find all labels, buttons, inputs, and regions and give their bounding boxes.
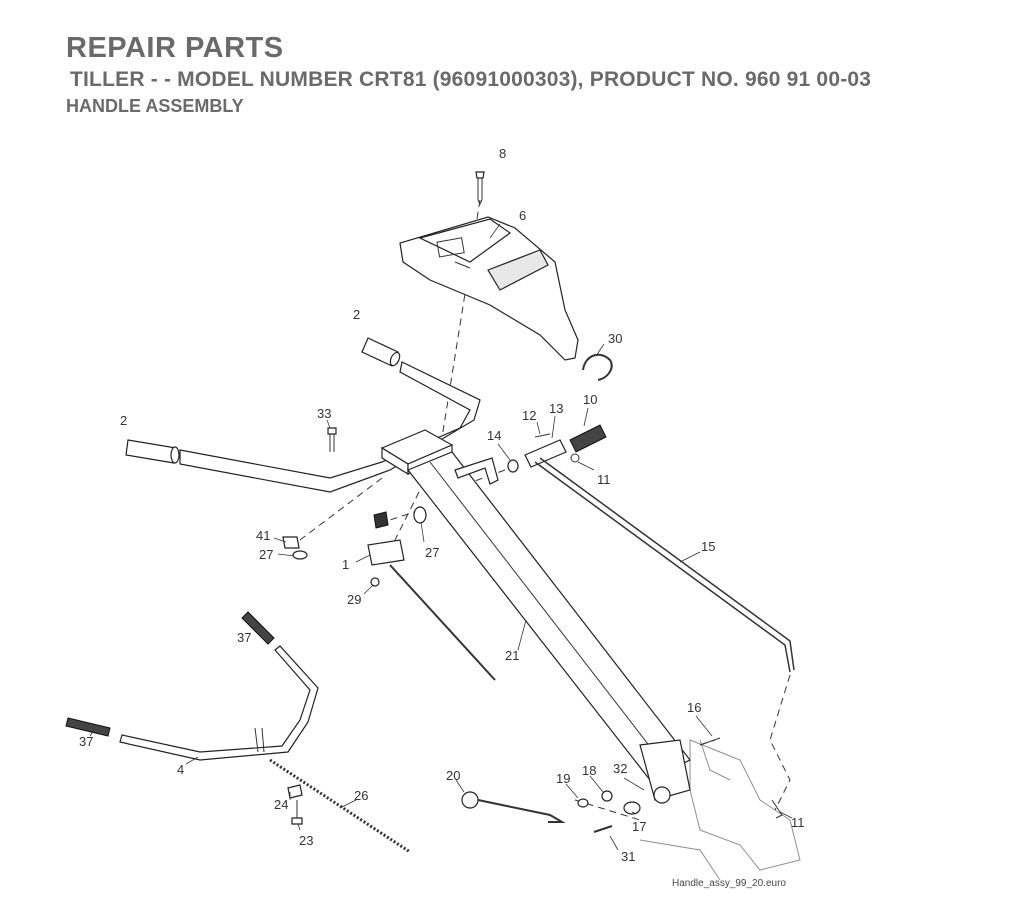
springs-part-37: [65, 611, 275, 737]
callout-2-left: 2: [120, 413, 127, 428]
callout-11-upper: 11: [597, 472, 611, 487]
control-rod-part-15: [534, 457, 795, 673]
callout-16: 16: [687, 700, 701, 715]
bolt-part-16: [699, 737, 721, 746]
callout-11-lower: 11: [791, 815, 805, 830]
callout-19: 19: [556, 771, 570, 786]
section-title: HANDLE ASSEMBLY: [66, 96, 244, 116]
callout-31: 31: [621, 849, 635, 864]
callout-41: 41: [256, 528, 270, 543]
lever-grip-part-10: [569, 424, 607, 453]
cotter-pin-upper: [570, 453, 580, 463]
cable-part-26: [269, 758, 411, 854]
callout-4: 4: [177, 762, 184, 777]
bolt-part-31: [593, 825, 613, 833]
lever-pivot-parts: [524, 433, 567, 468]
control-panel-cover: [399, 216, 579, 361]
clip-and-nuts: [282, 506, 427, 560]
callout-27-right: 27: [425, 545, 439, 560]
handle-grip-upper: [361, 337, 401, 367]
shift-lever-part-20: [461, 791, 566, 823]
callout-26: 26: [354, 788, 368, 803]
page-title: REPAIR PARTS: [66, 32, 284, 64]
diagram-filename: Handle_assy_99_20.euro: [672, 878, 786, 889]
callout-17: 17: [632, 819, 646, 834]
callout-1: 1: [342, 557, 349, 572]
callout-32: 32: [613, 761, 627, 776]
callout-12: 12: [522, 408, 536, 423]
nut-part-18: [601, 790, 613, 802]
clip-part-30: [582, 353, 613, 381]
callout-21: 21: [505, 648, 519, 663]
callout-14: 14: [487, 428, 501, 443]
callout-37-upper: 37: [237, 630, 251, 645]
callout-33: 33: [317, 406, 331, 421]
model-subtitle: TILLER - - MODEL NUMBER CRT81 (960910003…: [70, 68, 872, 91]
leader-lines: [89, 223, 793, 851]
side-bracket: [454, 457, 499, 485]
handle-grip-left: [125, 439, 180, 464]
callout-23: 23: [299, 833, 313, 848]
callout-8: 8: [499, 146, 506, 161]
bar-tab: [254, 727, 265, 753]
screw-part-8: [475, 171, 485, 206]
latch-bracket-part-1: [367, 511, 496, 681]
lower-handle-bar-part-4: [119, 645, 319, 761]
spacer-part-14: [507, 459, 519, 473]
washer-part-19: [577, 798, 589, 808]
callout-18: 18: [582, 763, 596, 778]
callout-20: 20: [446, 768, 460, 783]
callout-29: 29: [347, 592, 361, 607]
callout-10: 10: [583, 392, 597, 407]
bolt-part-33: [327, 427, 337, 452]
callout-24: 24: [274, 797, 288, 812]
callout-6: 6: [519, 208, 526, 223]
callout-37-lower: 37: [79, 734, 93, 749]
callout-30: 30: [608, 331, 622, 346]
tiller-frame-outline: [639, 739, 801, 881]
callout-27-left: 27: [259, 547, 273, 562]
main-handle-tube: [407, 451, 691, 781]
callout-15: 15: [701, 539, 715, 554]
callout-2-upper: 2: [353, 307, 360, 322]
clamp-and-screw: [287, 784, 303, 825]
callout-13: 13: [549, 401, 563, 416]
